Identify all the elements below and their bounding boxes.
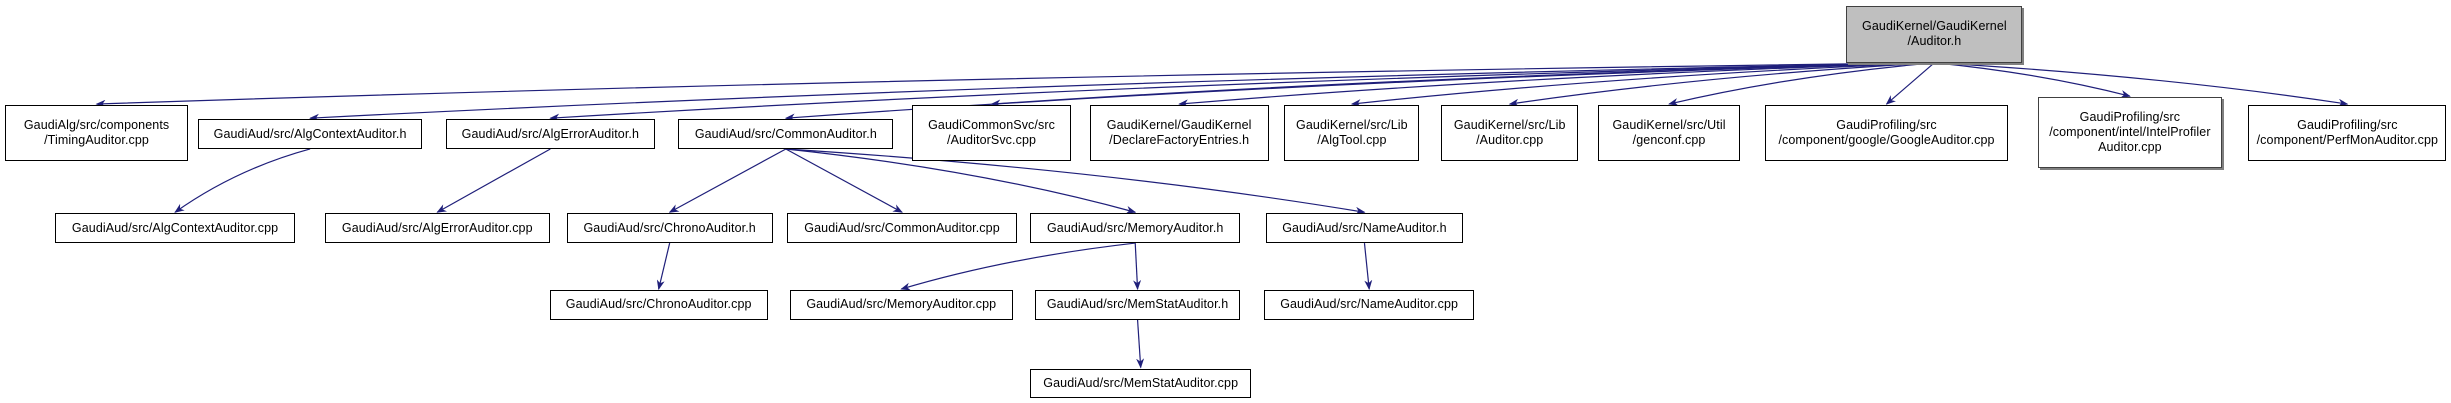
graph-node-algcontext_cpp[interactable]: GaudiAud/src/AlgContextAuditor.cpp <box>54 213 296 244</box>
graph-node-genconf_cpp[interactable]: GaudiKernel/src/Util /genconf.cpp <box>1598 105 1740 162</box>
graph-node-algtool_cpp[interactable]: GaudiKernel/src/Lib /AlgTool.cpp <box>1284 105 1420 162</box>
graph-node-timing_auditor[interactable]: GaudiAlg/src/components /TimingAuditor.c… <box>4 105 189 162</box>
graph-node-algerror_h[interactable]: GaudiAud/src/AlgErrorAuditor.h <box>445 119 655 149</box>
graph-node-perfmon_auditor[interactable]: GaudiProfiling/src /component/PerfMonAud… <box>2248 105 2447 162</box>
graph-edge <box>1885 62 1935 105</box>
graph-edge <box>656 242 671 291</box>
graph-node-intel_auditor[interactable]: GaudiProfiling/src /component/intel/Inte… <box>2038 97 2222 168</box>
graph-edge <box>1133 243 1142 291</box>
graph-edge <box>990 62 1935 108</box>
graph-node-google_auditor[interactable]: GaudiProfiling/src /component/google/Goo… <box>1764 105 2009 162</box>
graph-edge <box>1363 242 1373 291</box>
graph-edge <box>1668 62 1935 106</box>
graph-node-memory_h[interactable]: GaudiAud/src/MemoryAuditor.h <box>1030 213 1241 244</box>
graph-node-declarefactory_h[interactable]: GaudiKernel/GaudiKernel /DeclareFactoryE… <box>1089 105 1269 162</box>
graph-node-auditorsvc_cpp[interactable]: GaudiCommonSvc/src /AuditorSvc.cpp <box>912 105 1071 162</box>
graph-edge <box>95 62 1935 108</box>
graph-edge <box>668 148 787 213</box>
graph-edge <box>785 148 1366 215</box>
graph-node-chrono_h[interactable]: GaudiAud/src/ChronoAuditor.h <box>566 213 773 244</box>
graph-node-memory_cpp[interactable]: GaudiAud/src/MemoryAuditor.cpp <box>789 290 1013 320</box>
graph-node-algcontext_h[interactable]: GaudiAud/src/AlgContextAuditor.h <box>197 119 423 149</box>
graph-edge <box>1178 62 1935 108</box>
graph-node-memstat_h[interactable]: GaudiAud/src/MemStatAuditor.h <box>1034 290 1241 320</box>
graph-edge <box>900 242 1136 291</box>
graph-edge <box>1350 62 1935 108</box>
graph-node-common_cpp[interactable]: GaudiAud/src/CommonAuditor.cpp <box>786 213 1018 244</box>
root-node-root[interactable]: GaudiKernel/GaudiKernel /Auditor.h <box>1846 6 2023 63</box>
graph-edge <box>436 148 551 213</box>
graph-edge <box>1934 62 2131 98</box>
graph-node-chrono_cpp[interactable]: GaudiAud/src/ChronoAuditor.cpp <box>549 290 768 320</box>
graph-node-auditor_cpp[interactable]: GaudiKernel/src/Lib /Auditor.cpp <box>1441 105 1578 162</box>
graph-node-name_h[interactable]: GaudiAud/src/NameAuditor.h <box>1265 213 1464 244</box>
graph-edge <box>785 148 903 213</box>
graph-edge <box>1136 319 1145 369</box>
graph-edge <box>1508 62 1935 107</box>
graph-edge <box>174 148 311 213</box>
graph-node-name_cpp[interactable]: GaudiAud/src/NameAuditor.cpp <box>1263 290 1475 320</box>
graph-node-common_h[interactable]: GaudiAud/src/CommonAuditor.h <box>678 119 894 149</box>
graph-node-algerror_cpp[interactable]: GaudiAud/src/AlgErrorAuditor.cpp <box>325 213 550 244</box>
graph-node-memstat_cpp[interactable]: GaudiAud/src/MemStatAuditor.cpp <box>1030 368 1252 399</box>
